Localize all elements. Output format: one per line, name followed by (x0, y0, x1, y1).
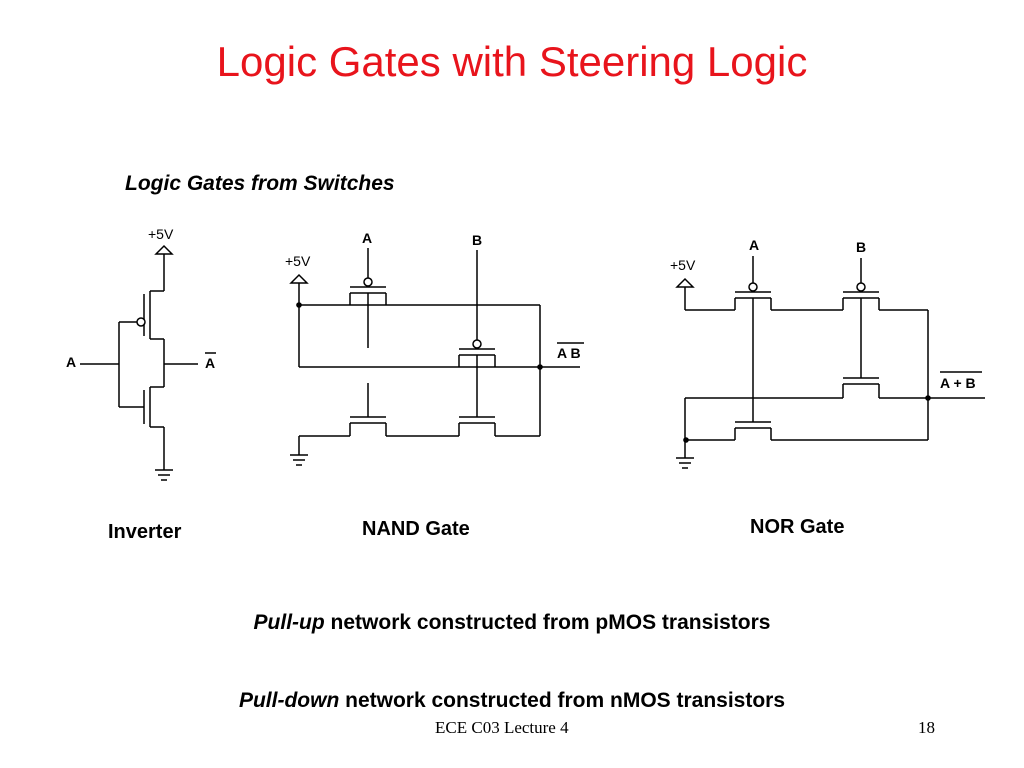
nor-caption: NOR Gate (750, 516, 845, 538)
inverter-circuit (80, 244, 216, 481)
slide-subtitle: Logic Gates from Switches (125, 172, 395, 195)
inverter-pmos-transistor (119, 290, 164, 340)
nor-nmos-b-transistor (842, 377, 880, 398)
nand-circuit (289, 248, 584, 466)
inverter-pmos-bubble (136, 317, 146, 327)
inverter-nmos-transistor (119, 386, 164, 428)
nand-supply-arrow (289, 273, 309, 284)
inverter-input-label: A (66, 354, 76, 370)
nor-output-label: A + B (940, 375, 976, 391)
nand-pmos-b-transistor (458, 250, 496, 367)
footer-course: ECE C03 Lecture 4 (435, 718, 569, 737)
nand-ground-icon (290, 454, 308, 466)
nor-junction-dot (683, 437, 689, 443)
nor-nmos-a-transistor (734, 421, 772, 440)
nand-junction-dot (296, 302, 302, 308)
nor-ground-icon (676, 457, 694, 469)
nand-output-label: A B (557, 345, 581, 361)
nand-output-junction-dot (537, 364, 543, 370)
nor-input-b-label: B (856, 239, 866, 255)
inverter-output-label: A (205, 355, 215, 371)
pullup-emphasis: Pull-up (253, 611, 325, 634)
page-number: 18 (918, 718, 935, 737)
pulldown-text: network constructed from nMOS transistor… (345, 689, 786, 712)
nand-nmos-b-transistor (458, 416, 496, 436)
nand-input-a-label: A (362, 230, 372, 246)
nand-supply-label: +5V (285, 253, 311, 269)
slide-title: Logic Gates with Steering Logic (216, 38, 808, 85)
inverter-supply-label: +5V (148, 226, 174, 242)
nand-caption: NAND Gate (362, 518, 470, 540)
nor-supply-arrow (675, 277, 695, 288)
pulldown-emphasis: Pull-down (238, 689, 340, 712)
nand-pmos-a-transistor (349, 248, 387, 305)
pullup-text: network constructed from pMOS transistor… (330, 611, 771, 634)
nand-nmos-a-transistor (349, 416, 387, 436)
pullup-note: Pull-up network constructed from pMOS tr… (0, 611, 1024, 635)
nor-circuit (675, 256, 985, 469)
inverter-supply-arrow (154, 244, 174, 255)
nor-input-a-label: A (749, 237, 759, 253)
nand-input-b-label: B (472, 232, 482, 248)
inverter-ground-icon (155, 469, 173, 481)
nor-supply-label: +5V (670, 257, 696, 273)
inverter-caption: Inverter (108, 521, 182, 543)
nor-output-junction-dot (925, 395, 931, 401)
pulldown-note: Pull-down network constructed from nMOS … (0, 689, 1024, 713)
